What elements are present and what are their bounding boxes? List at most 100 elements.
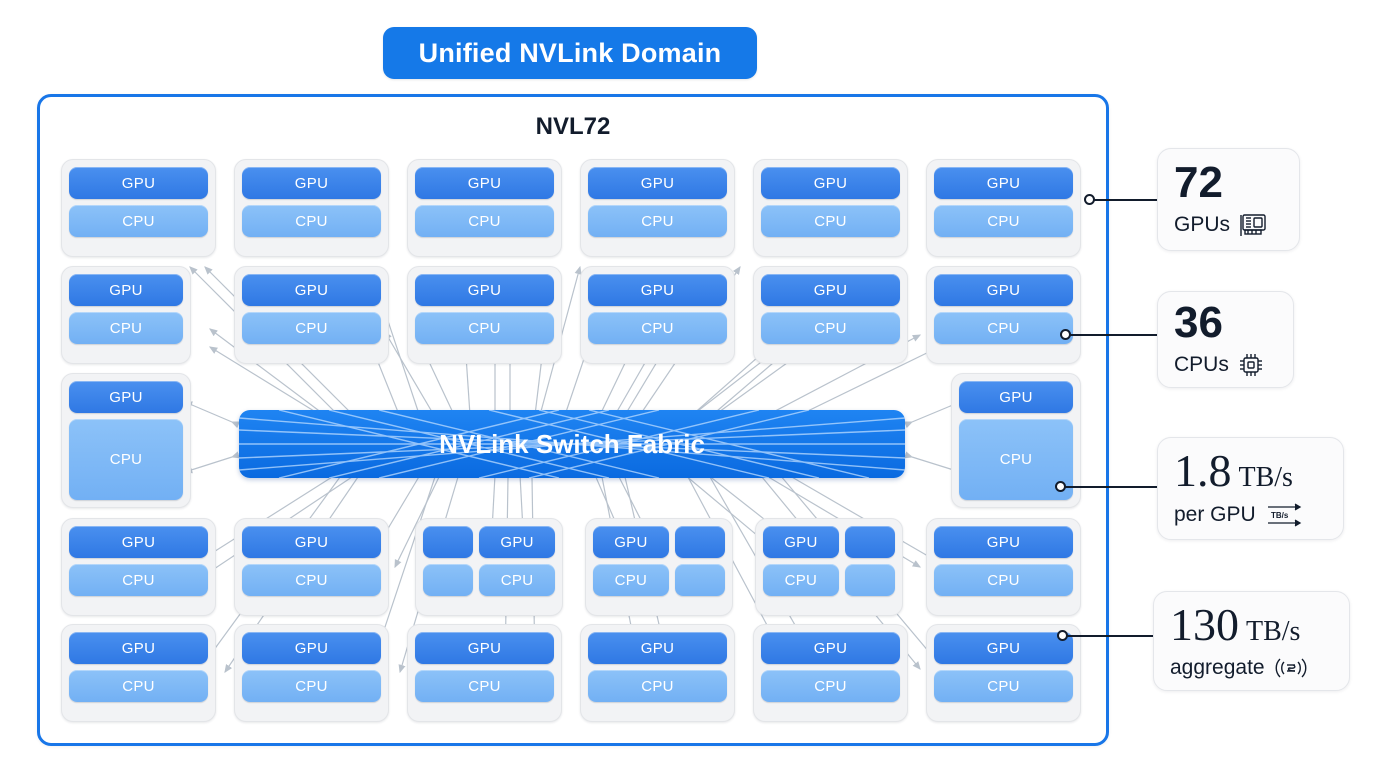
bandwidth-icon-label: TB/s (1271, 511, 1289, 520)
gpu-block: GPU (763, 526, 839, 558)
connector-line-per-gpu (1065, 486, 1159, 488)
node-card-split[interactable]: GPU CPU (755, 518, 903, 616)
cpu-block: CPU (242, 564, 381, 596)
gpu-block: GPU (934, 274, 1073, 306)
nvl72-title: NVL72 (535, 113, 611, 140)
node-card[interactable]: GPU CPU (407, 266, 562, 364)
cpu-block-blank (674, 564, 725, 596)
fabric-label: NVLink Switch Fabric (439, 428, 705, 459)
gpu-block: GPU (934, 167, 1073, 199)
cpu-block: CPU (588, 312, 727, 344)
gpu-block: GPU (588, 167, 727, 199)
callout-sub: CPUs (1174, 353, 1229, 376)
callout-value: 72 (1174, 158, 1223, 207)
cpu-block: CPU (934, 670, 1073, 702)
cpu-block: CPU (69, 419, 183, 500)
node-card[interactable]: GPU CPU (61, 159, 216, 257)
callout-unit: TB/s (1246, 615, 1301, 647)
node-card[interactable]: GPU CPU (753, 159, 908, 257)
cpu-block: CPU (415, 312, 554, 344)
cpu-block: CPU (242, 670, 381, 702)
gpu-block: GPU (593, 526, 669, 558)
gpu-block: GPU (69, 526, 208, 558)
node-card[interactable]: GPU CPU (926, 518, 1081, 616)
gpu-block: GPU (69, 632, 208, 664)
cpu-block: CPU (934, 312, 1073, 344)
node-card[interactable]: GPU CPU (234, 624, 389, 722)
node-card[interactable]: GPU CPU (753, 266, 908, 364)
node-card[interactable]: GPU CPU (580, 266, 735, 364)
cpu-block: CPU (479, 564, 555, 596)
node-card-split[interactable]: GPU CPU (415, 518, 563, 616)
cpu-block-blank (423, 564, 474, 596)
gpu-block-blank (674, 526, 725, 558)
cpu-block: CPU (593, 564, 669, 596)
node-card[interactable]: GPU CPU (580, 159, 735, 257)
node-card[interactable]: GPU CPU (926, 266, 1081, 364)
node-card[interactable]: GPU CPU (926, 624, 1081, 722)
node-card[interactable]: GPU CPU (407, 159, 562, 257)
node-card-tall[interactable]: GPU CPU (951, 373, 1081, 508)
cpu-block: CPU (588, 205, 727, 237)
gpu-block: GPU (959, 381, 1073, 413)
node-card[interactable]: GPU CPU (234, 518, 389, 616)
cpu-block: CPU (69, 312, 183, 344)
node-card[interactable]: GPU CPU (61, 624, 216, 722)
cpu-block: CPU (69, 564, 208, 596)
node-card[interactable]: GPU CPU (926, 159, 1081, 257)
gpu-block: GPU (69, 381, 183, 413)
cpu-block: CPU (242, 205, 381, 237)
cpu-block: CPU (934, 564, 1073, 596)
node-card[interactable]: GPU CPU (61, 266, 191, 364)
unified-nvlink-domain-badge: Unified NVLink Domain (383, 27, 757, 79)
gpu-block: GPU (415, 167, 554, 199)
cpu-block: CPU (959, 419, 1073, 500)
gpu-block: GPU (934, 632, 1073, 664)
fabric-crosslines (239, 410, 905, 478)
node-card-split[interactable]: GPU CPU (585, 518, 733, 616)
callout-gpus[interactable]: 72 GPUs (1157, 148, 1300, 251)
cpu-block: CPU (588, 670, 727, 702)
cpu-block: CPU (415, 205, 554, 237)
callout-sub: aggregate (1170, 655, 1265, 679)
gpu-block: GPU (242, 167, 381, 199)
gpu-block: GPU (415, 274, 554, 306)
node-card-tall[interactable]: GPU CPU (61, 373, 191, 508)
callout-value: 1.8 (1174, 445, 1232, 496)
cpu-block: CPU (761, 670, 900, 702)
callout-cpus[interactable]: 36 CPUs (1157, 291, 1294, 388)
gpu-block: GPU (242, 526, 381, 558)
graphics-card-icon (1239, 212, 1269, 238)
callout-aggregate[interactable]: 130 TB/s aggregate (1153, 591, 1350, 691)
cpu-block: CPU (761, 312, 900, 344)
nvlink-switch-fabric[interactable]: NVLink Switch Fabric (239, 410, 905, 478)
callout-sub: per GPU (1174, 503, 1256, 526)
cpu-chip-icon (1238, 352, 1264, 378)
nvl72-container: NVL72 (37, 94, 1109, 746)
connector-line-cpus (1070, 334, 1158, 336)
badge-label: Unified NVLink Domain (418, 37, 722, 68)
cpu-block: CPU (69, 205, 208, 237)
callout-unit: TB/s (1238, 462, 1293, 493)
node-card[interactable]: GPU CPU (234, 159, 389, 257)
gpu-block: GPU (761, 167, 900, 199)
node-card[interactable]: GPU CPU (407, 624, 562, 722)
node-card[interactable]: GPU CPU (61, 518, 216, 616)
gpu-block: GPU (588, 632, 727, 664)
gpu-block: GPU (242, 274, 381, 306)
bandwidth-arrows-icon: TB/s (1265, 501, 1305, 529)
gpu-block: GPU (69, 274, 183, 306)
node-card[interactable]: GPU CPU (234, 266, 389, 364)
node-card[interactable]: GPU CPU (580, 624, 735, 722)
cpu-block: CPU (415, 670, 554, 702)
callout-per-gpu[interactable]: 1.8 TB/s per GPU TB/s (1157, 437, 1344, 540)
gpu-block-blank (844, 526, 895, 558)
gpu-block-blank (423, 526, 474, 558)
cpu-block: CPU (761, 205, 900, 237)
gpu-block: GPU (588, 274, 727, 306)
gpu-block: GPU (761, 632, 900, 664)
node-card[interactable]: GPU CPU (753, 624, 908, 722)
gpu-block: GPU (415, 632, 554, 664)
gpu-block: GPU (69, 167, 208, 199)
